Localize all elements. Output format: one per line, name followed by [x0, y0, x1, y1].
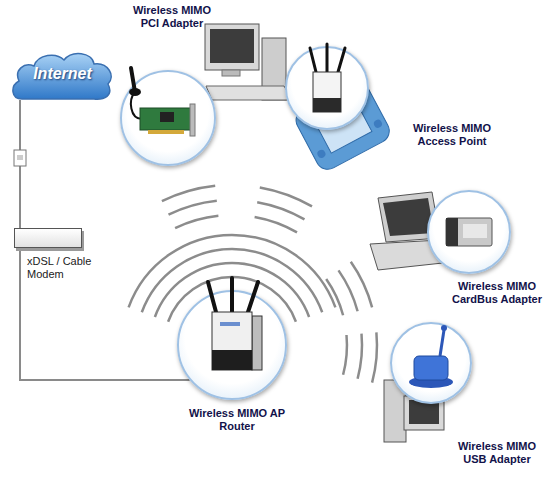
node-label: Wireless MIMO Access Point — [403, 122, 501, 148]
access-point — [313, 72, 341, 112]
ap-router — [208, 278, 262, 370]
pci-card — [148, 130, 184, 134]
ap-router — [248, 282, 258, 312]
cardbus-card — [446, 218, 492, 246]
wall-jack — [14, 150, 26, 166]
pci-card — [129, 68, 195, 136]
usb-adapter — [441, 325, 447, 331]
wall-jack — [17, 155, 23, 160]
pocket-pc — [316, 148, 327, 159]
cloud-node: Internet — [10, 48, 115, 100]
cardbus-card — [446, 218, 458, 246]
wireless-waves — [358, 334, 362, 379]
usb-adapter — [440, 330, 444, 356]
pci-card — [190, 104, 195, 136]
ap-router — [212, 312, 252, 370]
wireless-waves — [162, 186, 215, 201]
ap-router — [220, 322, 240, 326]
usb-adapter — [414, 356, 448, 380]
desktop-computer — [210, 29, 254, 63]
device-circle: Wireless MIMO PCI Adapter — [120, 70, 216, 166]
wireless-waves — [372, 332, 377, 382]
wireless-waves — [255, 217, 297, 232]
cardbus-card — [446, 218, 492, 246]
cable-line — [20, 248, 190, 380]
wall-jack — [14, 150, 26, 166]
wireless-waves — [339, 270, 358, 311]
ap-router — [252, 316, 262, 370]
cable-line — [19, 100, 21, 228]
usb-adapter — [409, 376, 453, 388]
node-label: Wireless MIMO AP Router — [188, 407, 286, 433]
device-circle: Wireless MIMO AP Router — [177, 290, 287, 400]
ap-router — [230, 278, 234, 312]
device-circle: Wireless MIMO USB Adapter — [390, 322, 472, 404]
wireless-waves — [175, 216, 218, 228]
desktop-computer — [206, 86, 292, 100]
modem-box: xDSL / Cable Modem — [14, 228, 82, 248]
pci-card — [160, 112, 174, 122]
pci-card — [140, 108, 192, 130]
ap-router — [208, 282, 216, 312]
desktop-computer — [205, 24, 259, 70]
wireless-waves — [169, 201, 217, 215]
desktop-computer — [222, 70, 240, 76]
pci-card — [131, 92, 142, 119]
device-circle: Wireless MIMO CardBus Adapter — [427, 190, 511, 274]
wireless-waves — [351, 262, 372, 308]
cardbus-card — [463, 224, 487, 238]
desktop-computer — [205, 24, 292, 100]
node-label: Wireless MIMO PCI Adapter — [123, 4, 221, 30]
access-point — [326, 44, 329, 72]
pci-card — [129, 88, 141, 96]
pocket-pc — [373, 118, 384, 129]
node-label: Wireless MIMO USB Adapter — [448, 440, 546, 466]
access-point — [313, 98, 341, 112]
ap-router — [212, 350, 252, 370]
device-circle: Wireless MIMO Access Point — [285, 46, 369, 130]
node-label: Wireless MIMO CardBus Adapter — [448, 280, 546, 306]
wireless-waves — [257, 202, 304, 219]
wireless-waves — [343, 335, 347, 375]
node-label: xDSL / Cable Modem — [27, 255, 102, 281]
wireless-waves — [326, 279, 343, 315]
usb-adapter — [409, 325, 453, 388]
access-point — [338, 48, 345, 72]
access-point — [310, 48, 316, 72]
cloud-label: Internet — [10, 48, 115, 100]
pci-card — [131, 68, 135, 92]
wireless-waves — [260, 187, 312, 206]
access-point — [310, 44, 345, 112]
